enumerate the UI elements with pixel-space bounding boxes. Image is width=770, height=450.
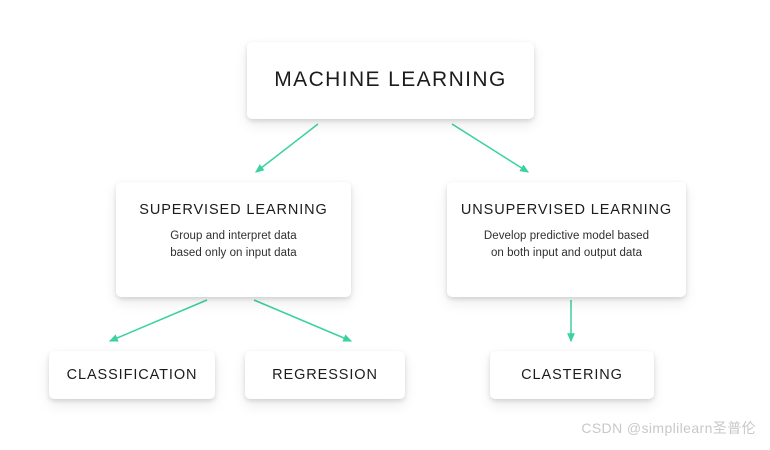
node-regression-label: REGRESSION <box>272 366 378 383</box>
node-machine-learning[interactable]: MACHINE LEARNING <box>247 42 534 119</box>
node-unsupervised-learning-description: Develop predictive model based on both i… <box>484 228 649 261</box>
node-unsupervised-learning-label: UNSUPERVISED LEARNING <box>460 202 673 219</box>
connector-supervised-to-regression <box>253 299 353 342</box>
node-machine-learning-label: MACHINE LEARNING <box>274 68 507 92</box>
node-classification[interactable]: CLASSIFICATION <box>49 351 215 399</box>
node-supervised-learning-description: Group and interpret data based only on i… <box>170 228 297 261</box>
node-unsupervised-learning-description-line2: on both input and output data <box>490 247 643 260</box>
node-unsupervised-learning[interactable]: UNSUPERVISED LEARNING Develop predictive… <box>447 182 686 297</box>
node-clustering-label: CLASTERING <box>521 366 623 383</box>
node-regression[interactable]: REGRESSION <box>245 351 405 399</box>
node-supervised-learning[interactable]: SUPERVISED LEARNING Group and interpret … <box>116 182 351 297</box>
node-clustering[interactable]: CLASTERING <box>490 351 654 399</box>
node-supervised-learning-label: SUPERVISED LEARNING <box>139 202 328 219</box>
node-unsupervised-learning-description-line1: Develop predictive model based <box>483 230 650 243</box>
connector-root-to-supervised <box>255 123 319 173</box>
connector-root-to-unsupervised <box>451 123 530 173</box>
connector-supervised-to-classification <box>108 299 208 342</box>
node-supervised-learning-description-line1: Group and interpret data <box>170 230 297 243</box>
watermark: CSDN @simplilearn圣普伦 <box>581 420 756 436</box>
node-classification-label: CLASSIFICATION <box>66 366 198 383</box>
node-supervised-learning-description-line2: based only on input data <box>170 247 297 260</box>
